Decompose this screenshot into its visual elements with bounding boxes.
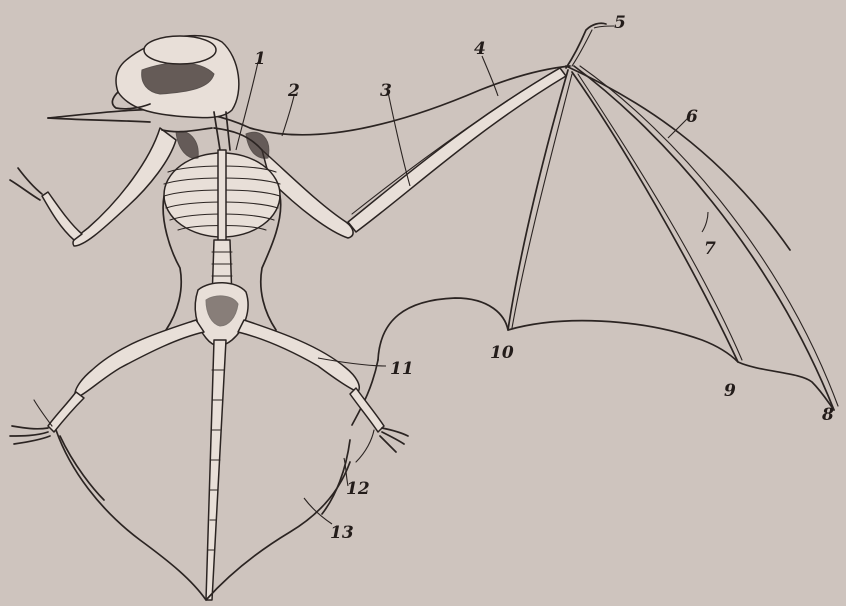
label-7: 7 bbox=[704, 239, 716, 259]
label-4: 4 bbox=[474, 39, 486, 59]
label-5: 5 bbox=[614, 13, 626, 33]
label-10: 10 bbox=[490, 343, 514, 363]
label-1: 1 bbox=[254, 49, 266, 69]
label-11: 11 bbox=[390, 359, 414, 379]
label-13: 13 bbox=[330, 523, 354, 543]
label-9: 9 bbox=[724, 381, 736, 401]
label-2: 2 bbox=[287, 81, 300, 101]
label-12: 12 bbox=[346, 479, 370, 499]
label-6: 6 bbox=[686, 107, 698, 127]
label-8: 8 bbox=[821, 405, 834, 425]
label-3: 3 bbox=[380, 81, 392, 101]
cranium bbox=[144, 36, 216, 64]
